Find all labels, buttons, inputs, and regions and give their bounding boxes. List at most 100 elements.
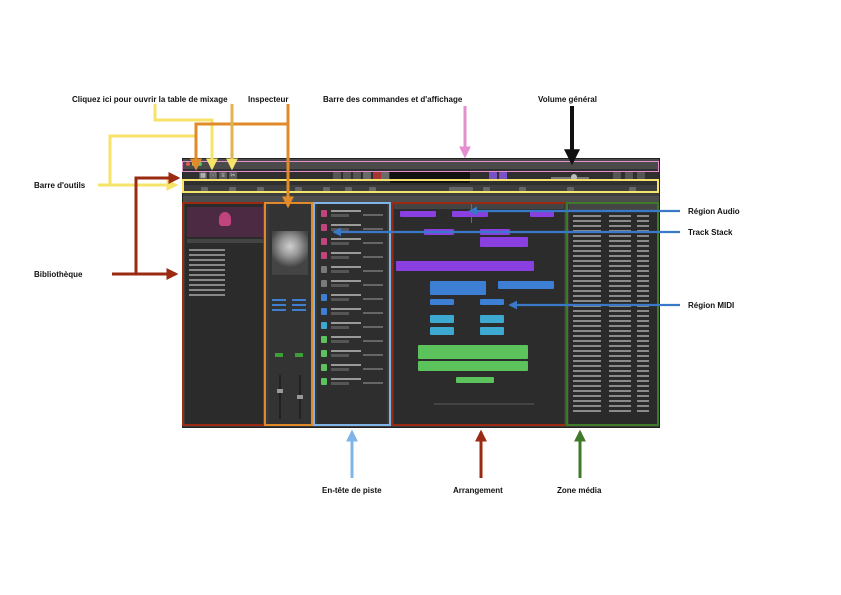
close-window-button[interactable] <box>186 162 190 166</box>
track-volume-slider[interactable] <box>363 242 383 244</box>
list-item[interactable] <box>573 405 653 408</box>
drummer-region[interactable] <box>418 361 528 371</box>
track-header[interactable] <box>319 251 385 263</box>
list-item[interactable] <box>573 225 653 228</box>
plugin-slot[interactable] <box>292 309 306 311</box>
list-item[interactable] <box>573 380 653 383</box>
drummer-region[interactable] <box>418 345 528 359</box>
master-volume-slider[interactable] <box>551 177 589 179</box>
browser-button[interactable] <box>637 172 645 181</box>
track-buttons[interactable] <box>331 354 349 357</box>
track-volume-slider[interactable] <box>363 270 383 272</box>
list-item[interactable] <box>573 265 653 268</box>
list-item[interactable] <box>573 280 653 283</box>
mixer-button[interactable]: ≡ <box>219 172 227 181</box>
midi-region[interactable] <box>480 327 504 335</box>
list-item[interactable] <box>573 290 653 293</box>
track-volume-slider[interactable] <box>363 228 383 230</box>
list-item[interactable] <box>573 370 653 373</box>
list-item[interactable] <box>573 400 653 403</box>
toolbar-item[interactable] <box>295 187 302 193</box>
list-item[interactable] <box>573 260 653 263</box>
track-volume-slider[interactable] <box>363 256 383 258</box>
volume-fader[interactable] <box>277 389 283 393</box>
track-volume-slider[interactable] <box>363 214 383 216</box>
list-item[interactable] <box>189 249 225 251</box>
track-stack-region[interactable] <box>396 261 534 271</box>
track-buttons[interactable] <box>331 242 349 245</box>
volume-fader[interactable] <box>297 395 303 399</box>
read-automation-button[interactable] <box>295 353 303 357</box>
track-volume-slider[interactable] <box>363 368 383 370</box>
plugin-slot[interactable] <box>272 299 286 301</box>
timeline-ruler[interactable] <box>394 203 564 209</box>
list-item[interactable] <box>573 295 653 298</box>
library-button[interactable]: ▦ <box>199 172 207 181</box>
toolbar-item[interactable] <box>483 187 490 193</box>
list-item[interactable] <box>573 255 653 258</box>
list-item[interactable] <box>573 365 653 368</box>
track-buttons[interactable] <box>331 312 349 315</box>
toolbar-item[interactable] <box>257 187 264 193</box>
list-item[interactable] <box>573 215 653 218</box>
toolbar-item[interactable] <box>629 187 636 193</box>
toolbar-item[interactable] <box>449 187 473 193</box>
list-item[interactable] <box>573 410 653 413</box>
list-item[interactable] <box>573 270 653 273</box>
track-header[interactable] <box>319 363 385 375</box>
list-item[interactable] <box>573 330 653 333</box>
plugin-slot[interactable] <box>292 304 306 306</box>
audio-region[interactable] <box>400 211 436 217</box>
list-item[interactable] <box>573 345 653 348</box>
plugin-slot[interactable] <box>292 299 306 301</box>
list-item[interactable] <box>573 275 653 278</box>
toolbar-item[interactable] <box>369 187 376 193</box>
editor-button[interactable]: ✂ <box>229 172 237 181</box>
midi-region[interactable] <box>430 281 486 295</box>
list-item[interactable] <box>573 285 653 288</box>
list-item[interactable] <box>573 250 653 253</box>
loops-button[interactable] <box>625 172 633 181</box>
track-buttons[interactable] <box>331 256 349 259</box>
list-item[interactable] <box>573 300 653 303</box>
stop-button[interactable] <box>353 172 361 181</box>
track-header[interactable] <box>319 209 385 221</box>
cycle-button[interactable] <box>381 172 389 181</box>
list-item[interactable] <box>573 375 653 378</box>
metronome-button[interactable] <box>499 172 507 181</box>
toolbar-item[interactable] <box>519 187 526 193</box>
inspector-button[interactable]: ⓘ <box>209 172 217 181</box>
list-item[interactable] <box>189 254 225 256</box>
list-item[interactable] <box>573 355 653 358</box>
track-volume-slider[interactable] <box>363 298 383 300</box>
midi-region[interactable] <box>430 299 454 305</box>
toolbar-item[interactable] <box>567 187 574 193</box>
list-item[interactable] <box>189 279 225 281</box>
list-item[interactable] <box>573 385 653 388</box>
track-header[interactable] <box>319 377 385 389</box>
track-buttons[interactable] <box>331 298 349 301</box>
record-button[interactable] <box>373 172 381 181</box>
track-buttons[interactable] <box>331 368 349 371</box>
track-volume-slider[interactable] <box>363 354 383 356</box>
track-buttons[interactable] <box>331 382 349 385</box>
midi-region[interactable] <box>430 327 454 335</box>
track-buttons[interactable] <box>331 340 349 343</box>
audio-region[interactable] <box>480 237 528 247</box>
list-item[interactable] <box>573 395 653 398</box>
toolbar-item[interactable] <box>323 187 330 193</box>
track-header[interactable] <box>319 349 385 361</box>
forward-button[interactable] <box>343 172 351 181</box>
list-item[interactable] <box>189 274 225 276</box>
track-buttons[interactable] <box>331 270 349 273</box>
toolbar-item[interactable] <box>201 187 208 193</box>
list-item[interactable] <box>189 269 225 271</box>
midi-region[interactable] <box>498 281 554 289</box>
track-header[interactable] <box>319 237 385 249</box>
list-item[interactable] <box>573 240 653 243</box>
track-header[interactable] <box>319 265 385 277</box>
list-item[interactable] <box>573 325 653 328</box>
list-item[interactable] <box>189 294 225 296</box>
read-automation-button[interactable] <box>275 353 283 357</box>
list-item[interactable] <box>189 284 225 286</box>
